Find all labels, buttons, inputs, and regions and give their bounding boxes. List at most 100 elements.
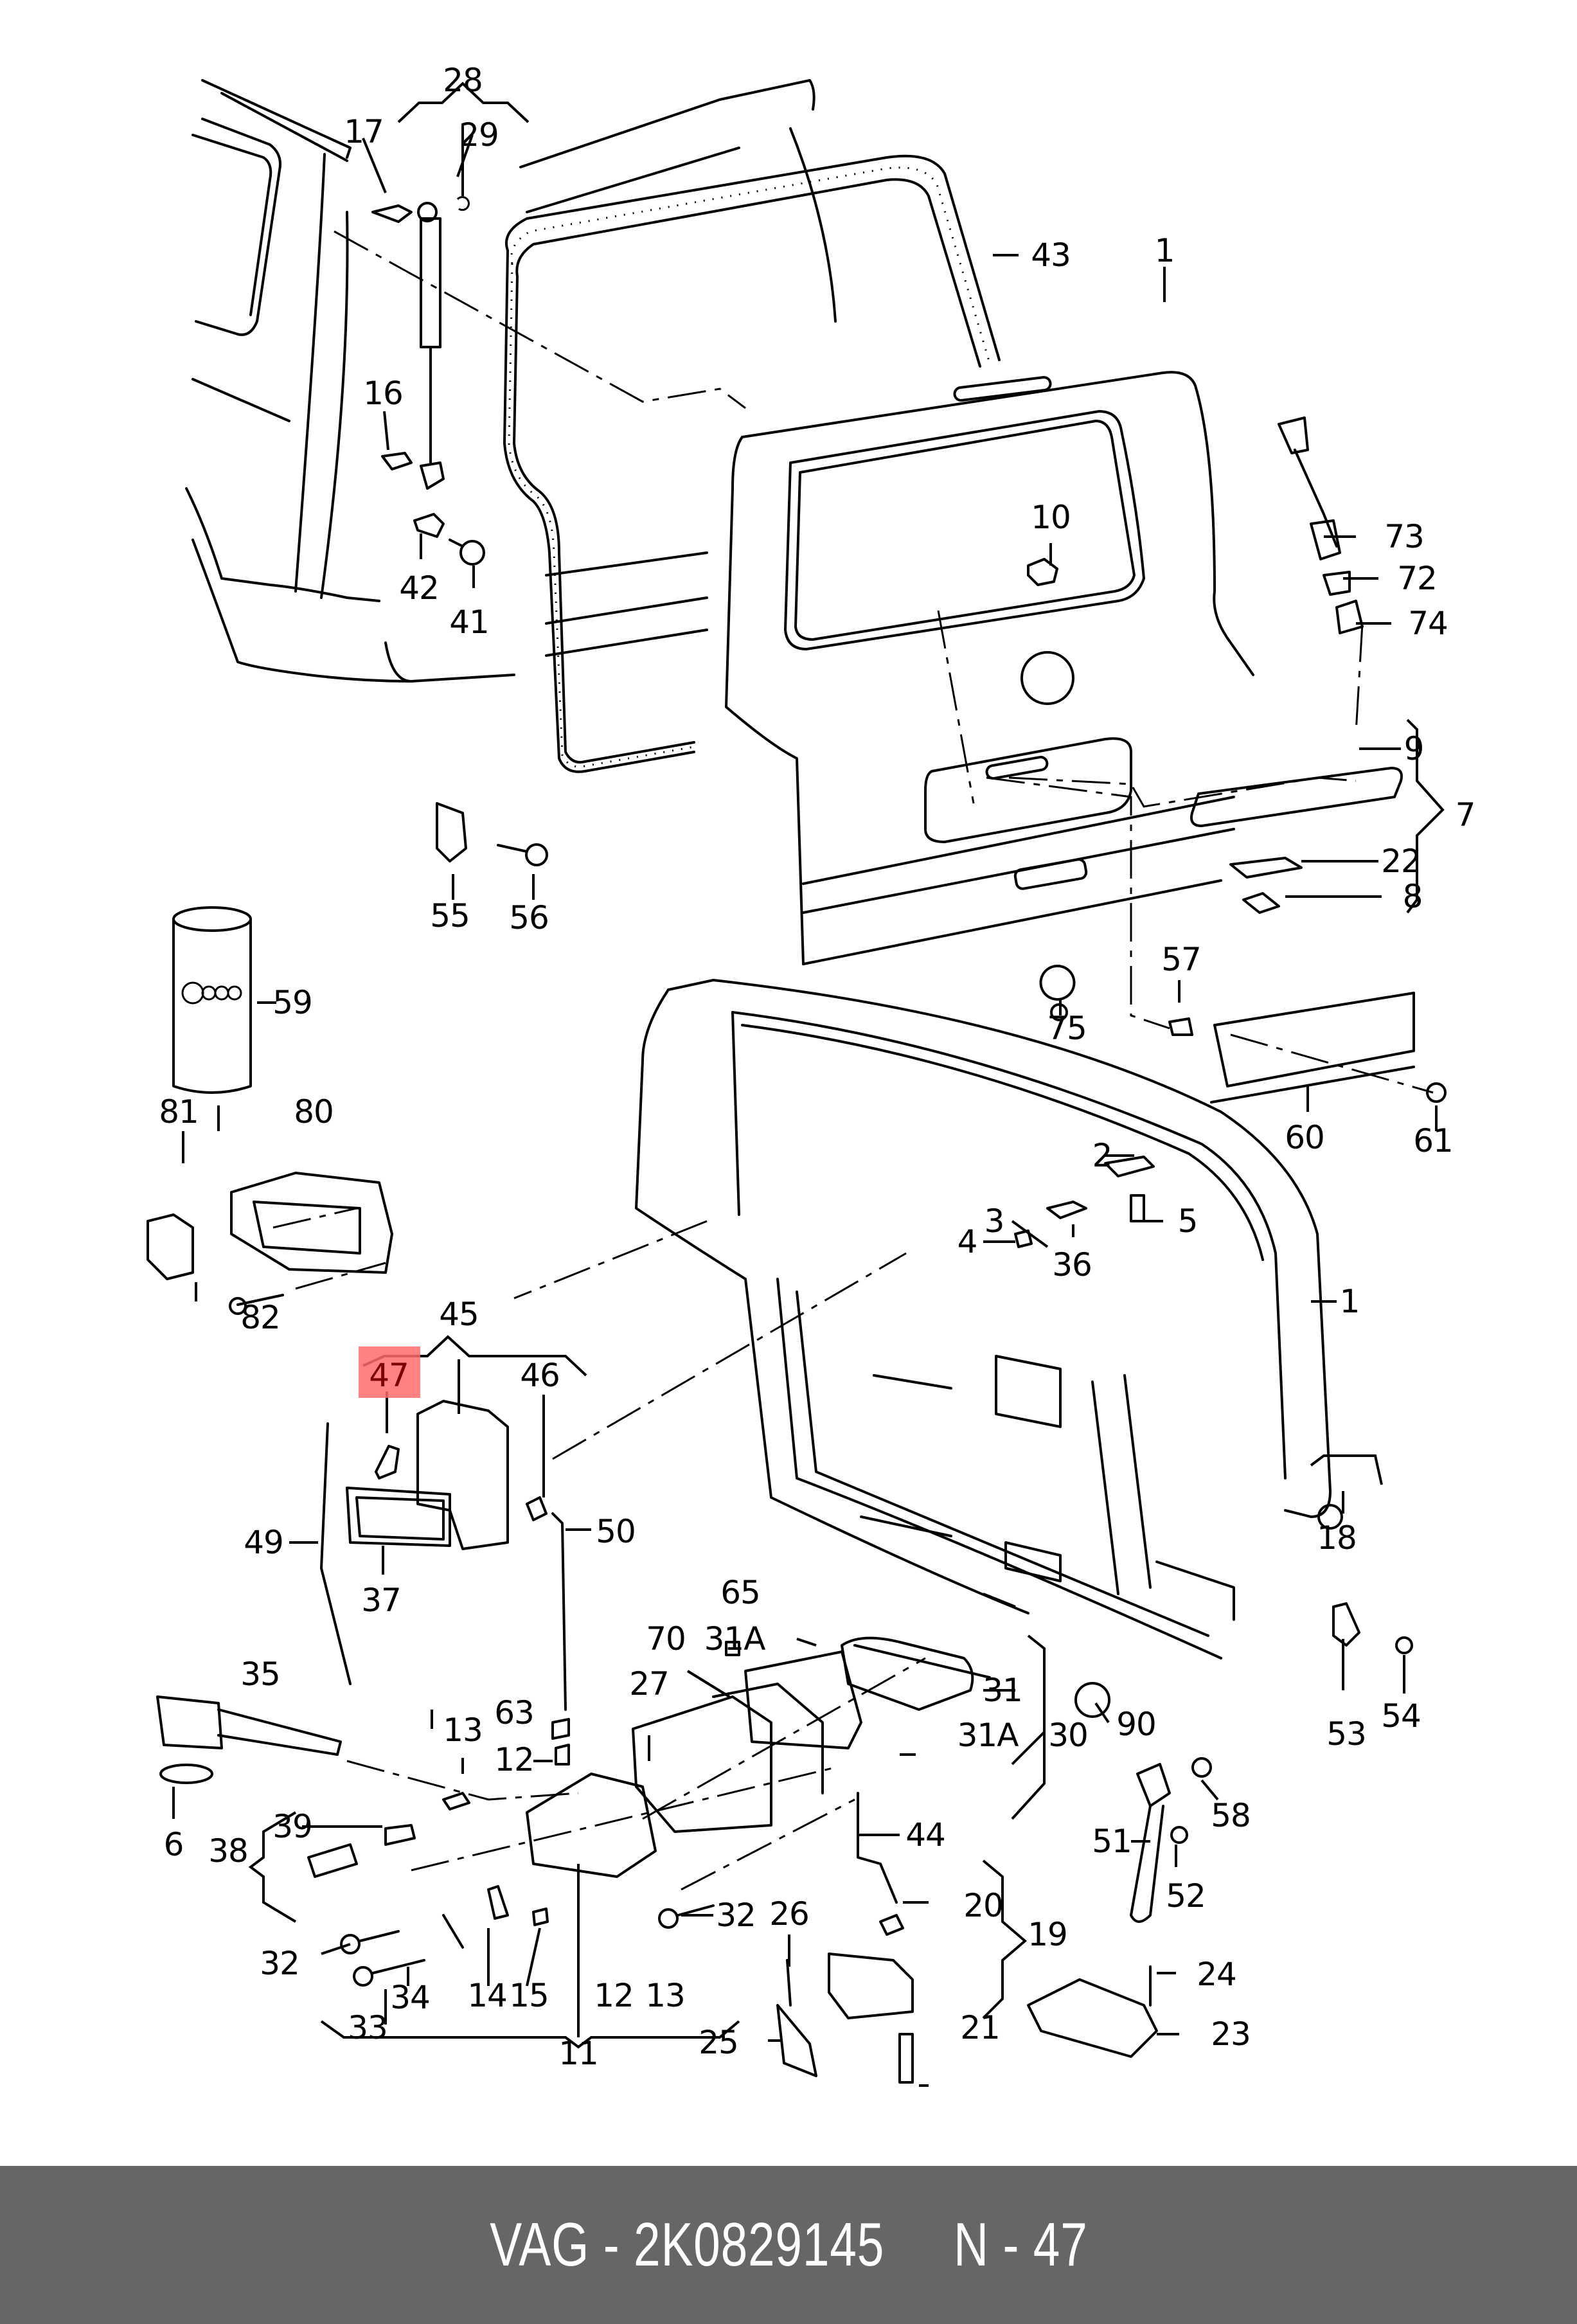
- callout-44[interactable]: 44: [905, 1816, 946, 1854]
- callout-90[interactable]: 90: [1116, 1706, 1157, 1743]
- vehicle-body-outline: [185, 79, 837, 683]
- strap-and-motor: [1027, 1504, 1413, 2058]
- fasteners-42-41: [413, 513, 485, 566]
- connection-lines: [272, 230, 1434, 1891]
- callout-12-lower[interactable]: 12: [594, 1977, 634, 2014]
- callout-60[interactable]: 60: [1285, 1119, 1325, 1156]
- door-seal: [503, 154, 1001, 773]
- callout-19[interactable]: 19: [1028, 1916, 1068, 1953]
- callout-36[interactable]: 36: [1052, 1246, 1092, 1283]
- callout-59[interactable]: 59: [272, 984, 313, 1021]
- small-fasteners: [340, 1641, 740, 1987]
- callout-46[interactable]: 46: [520, 1357, 560, 1394]
- callout-8[interactable]: 8: [1402, 878, 1423, 915]
- callout-57[interactable]: 57: [1161, 941, 1202, 978]
- trim-parts: [1039, 767, 1447, 1104]
- callout-55[interactable]: 55: [430, 897, 470, 934]
- callout-47[interactable]: 47: [369, 1357, 409, 1394]
- callout-32-right[interactable]: 32: [716, 1897, 756, 1934]
- callout-45[interactable]: 45: [439, 1296, 479, 1333]
- highlight-box-47: [359, 1346, 420, 1398]
- callout-2[interactable]: 2: [1092, 1137, 1113, 1174]
- callout-65[interactable]: 65: [720, 1574, 761, 1611]
- callout-4[interactable]: 4: [957, 1223, 978, 1260]
- part-info-footer: VAG - 2K0829145 N - 47: [0, 2166, 1577, 2324]
- callout-73[interactable]: 73: [1384, 518, 1425, 555]
- callout-58[interactable]: 58: [1211, 1797, 1251, 1834]
- lock-cylinder: [156, 1695, 416, 1878]
- callout-35[interactable]: 35: [240, 1656, 281, 1693]
- callout-49[interactable]: 49: [244, 1524, 284, 1561]
- callout-39[interactable]: 39: [272, 1808, 313, 1845]
- callout-7[interactable]: 7: [1455, 796, 1476, 834]
- callout-22[interactable]: 22: [1381, 843, 1421, 880]
- callout-38[interactable]: 38: [208, 1832, 249, 1870]
- callout-42[interactable]: 42: [399, 569, 440, 607]
- callout-28[interactable]: 28: [443, 62, 483, 99]
- callout-5[interactable]: 5: [1177, 1202, 1198, 1240]
- callout-56[interactable]: 56: [509, 899, 549, 936]
- callout-51[interactable]: 51: [1092, 1823, 1132, 1860]
- callout-80[interactable]: 80: [294, 1093, 334, 1131]
- callout-63[interactable]: 63: [494, 1694, 535, 1731]
- callout-21[interactable]: 21: [960, 2009, 1001, 2046]
- callout-32-left[interactable]: 32: [260, 1945, 300, 1982]
- callout-61[interactable]: 61: [1413, 1122, 1454, 1159]
- part-info-text: VAG - 2K0829145 N - 47: [489, 2210, 1088, 2279]
- callout-1-upper[interactable]: 1: [1154, 232, 1175, 269]
- callout-25[interactable]: 25: [699, 2024, 739, 2061]
- lock-assembly: [526, 1636, 991, 1878]
- callout-3[interactable]: 3: [984, 1202, 1005, 1240]
- callout-50[interactable]: 50: [596, 1513, 636, 1550]
- handle-module-45: [346, 1400, 548, 1550]
- callout-81[interactable]: 81: [159, 1093, 199, 1131]
- callout-11[interactable]: 11: [558, 2035, 599, 2072]
- callout-33[interactable]: 33: [348, 2009, 388, 2046]
- callout-13-lower[interactable]: 13: [645, 1977, 686, 2014]
- callout-72[interactable]: 72: [1397, 560, 1438, 597]
- wiring-harness: [1278, 416, 1364, 634]
- callout-13-upper[interactable]: 13: [443, 1712, 483, 1749]
- callout-15[interactable]: 15: [509, 1977, 549, 2014]
- callout-9[interactable]: 9: [1403, 730, 1425, 767]
- callout-23[interactable]: 23: [1211, 2016, 1251, 2053]
- callout-37[interactable]: 37: [361, 1582, 402, 1619]
- callout-29[interactable]: 29: [459, 116, 499, 154]
- tailgate-outer: [725, 371, 1254, 965]
- callout-16[interactable]: 16: [363, 375, 404, 412]
- callout-14[interactable]: 14: [467, 1977, 508, 2014]
- callout-1-lower[interactable]: 1: [1339, 1283, 1360, 1320]
- callout-12-upper[interactable]: 12: [494, 1741, 535, 1778]
- rod-49: [320, 1422, 352, 1685]
- callout-26[interactable]: 26: [769, 1895, 810, 1933]
- callout-24[interactable]: 24: [1197, 1956, 1237, 1993]
- callout-53[interactable]: 53: [1326, 1715, 1367, 1753]
- latch-parts: [776, 1792, 914, 2084]
- callout-31[interactable]: 31: [983, 1672, 1023, 1709]
- callout-31A-lower[interactable]: 31A: [957, 1717, 1019, 1754]
- callout-20[interactable]: 20: [963, 1887, 1004, 1924]
- callout-41[interactable]: 41: [449, 603, 490, 641]
- bracket-55: [436, 802, 548, 866]
- callout-82[interactable]: 82: [240, 1299, 281, 1336]
- callout-75[interactable]: 75: [1047, 1010, 1087, 1047]
- callout-27[interactable]: 27: [629, 1665, 670, 1703]
- callout-70[interactable]: 70: [646, 1620, 686, 1658]
- diagram-drawing: [147, 79, 1447, 2087]
- callout-52[interactable]: 52: [1166, 1877, 1206, 1915]
- parts-diagram: 28 17 29 43 1 16 42 41 10 73 72 74 9 7 2…: [147, 62, 1476, 2087]
- callout-34[interactable]: 34: [390, 1979, 431, 2016]
- callout-31A-upper[interactable]: 31A: [704, 1620, 766, 1658]
- callout-43[interactable]: 43: [1031, 237, 1071, 274]
- leader-lines: [172, 82, 1445, 2087]
- callout-54[interactable]: 54: [1381, 1697, 1421, 1735]
- callout-17[interactable]: 17: [344, 113, 384, 150]
- callout-18[interactable]: 18: [1317, 1519, 1357, 1557]
- gas-strut: [371, 196, 470, 490]
- rod-50: [551, 1512, 567, 1711]
- hinge-parts: [1014, 1156, 1155, 1248]
- callout-10[interactable]: 10: [1031, 499, 1071, 536]
- callout-30[interactable]: 30: [1048, 1717, 1089, 1754]
- callout-6[interactable]: 6: [163, 1826, 184, 1863]
- callout-74[interactable]: 74: [1408, 605, 1448, 642]
